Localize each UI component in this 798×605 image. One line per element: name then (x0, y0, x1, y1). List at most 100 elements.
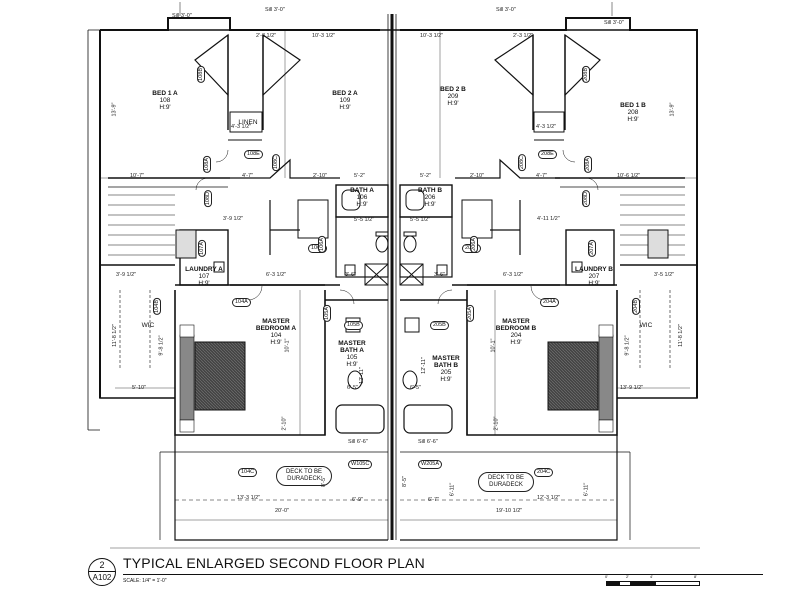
dim-misc-21: 6'-11" (449, 482, 456, 497)
door-tag-204b: 204B (632, 298, 640, 315)
dim-sill-c: Sill 3'-0" (496, 7, 516, 13)
door-tag-104a: 104A (232, 298, 251, 307)
door-tag-206a: 206A (470, 236, 478, 253)
dim-sill-d: Sill 3'-0" (604, 20, 624, 26)
dim-sill-f: Sill 6'-6" (418, 439, 438, 445)
door-tag-104c: 104C (238, 468, 258, 477)
dim-bath-length-b: 12'-11" (420, 357, 427, 374)
dim-bath-width-a: 6'-5" (347, 385, 358, 391)
sheet-number: A102 (92, 573, 112, 582)
dim-misc-6: 6'-3 1/2" (503, 272, 524, 278)
dim-deck-d: 19'-10 1/2" (496, 508, 523, 514)
dim-misc-14: 11'-8 1/2" (677, 324, 684, 347)
door-tag-108a: 108A (203, 156, 211, 173)
dim-top-width-b: 10'-3 1/2" (420, 33, 444, 39)
door-tag-104b: 104B (153, 298, 161, 315)
dim-corridor-i: 13'-9" (111, 102, 118, 117)
dim-misc-9: 5'-5 1/2" (354, 217, 375, 223)
dim-deck-c: 20'-0" (275, 508, 290, 514)
bed-master-a (194, 341, 246, 411)
dim-sill-b: Sill 3'-0" (265, 7, 285, 13)
dim-closet-a: 2'-3 1/2" (256, 33, 277, 39)
title-block: 2 A102 TYPICAL ENLARGED SECOND FLOOR PLA… (88, 555, 788, 603)
dim-misc-2: 4'-11 1/2" (537, 216, 560, 222)
dim-corridor-d: 2'-10" (470, 173, 485, 179)
dim-misc-5: 6'-3 1/2" (266, 272, 287, 278)
door-tag-205a: 205A (466, 305, 474, 322)
dim-sill-e: Sill 6'-6" (348, 439, 368, 445)
door-tag-105b: 105B (344, 321, 363, 330)
dim-misc-18: 2'-10" (493, 416, 500, 431)
scale-label: SCALE: 1/4" = 1'-0" (123, 578, 167, 584)
dim-misc-4: 3'-5 1/2" (654, 272, 675, 278)
dim-misc-19: 8'-5" (320, 476, 327, 487)
dim-misc-20: 8'-5" (401, 476, 408, 487)
door-tag-204c: 204C (534, 468, 554, 477)
graphic-scale-bar: 0' 2' 4' 8' (605, 574, 700, 587)
door-tag-105a: 105A (323, 305, 331, 322)
door-tag-208d: 208D (582, 190, 590, 208)
dim-misc-1: 3'-9 1/2" (223, 216, 244, 222)
dim-misc-12: 10'-1" (490, 338, 497, 353)
dim-closet-c: 4'-3 1/2" (231, 124, 252, 130)
scale-tick-4: 4' (650, 574, 653, 579)
door-tag-108e: 108E (244, 150, 263, 159)
dim-misc-16: 9'-8 1/2" (624, 335, 631, 356)
door-tag-208e: 208E (538, 150, 557, 159)
dim-misc-10: 5'-5 1/2" (410, 217, 431, 223)
door-tag-106b: 106B (308, 244, 327, 253)
door-tag-207a: 207A (588, 240, 596, 257)
bed-master-b (547, 341, 599, 411)
deck-note-b: DECK TO BE DURADECK (478, 472, 534, 492)
dim-misc-17: 2'-10" (281, 416, 288, 431)
dim-deck-h: 13'-9 1/2" (620, 385, 644, 391)
dim-misc-3: 3'-9 1/2" (116, 272, 137, 278)
dim-misc-11: 10'-1" (284, 338, 291, 353)
door-tag-w105c: W105C (348, 460, 373, 469)
dim-bath-length-a: 12'-11" (358, 367, 365, 384)
dim-deck-f: 6'-7" (428, 497, 439, 503)
door-tag-208c: 208C (518, 154, 526, 172)
scale-tick-8: 8' (694, 574, 697, 579)
door-tag-106a: 106A (318, 236, 326, 253)
door-tag-108d: 108D (204, 190, 212, 208)
dim-deck-e: 6'-9" (352, 497, 363, 503)
dim-corridor-j: 13'-9" (669, 102, 676, 117)
scale-tick-0: 0' (605, 574, 608, 579)
door-tag-107a: 107A (198, 240, 206, 257)
room-label-wic-a: WIC (141, 322, 155, 329)
dim-corridor-e: 4'-7" (242, 173, 253, 179)
dim-corridor-a: 5'-2" (354, 173, 365, 179)
dim-corridor-b: 5'-2" (420, 173, 431, 179)
dim-corridor-g: 10'-7" (130, 173, 145, 179)
dim-top-width-a: 10'-3 1/2" (312, 33, 336, 39)
deck-note-a: DECK TO BE DURADECK (276, 466, 332, 486)
drawing-title: TYPICAL ENLARGED SECOND FLOOR PLAN (123, 555, 425, 571)
title-underline (123, 574, 763, 575)
dim-misc-13: 11'-8 1/2" (111, 324, 118, 347)
dim-sill-a: Sill 3'-0" (172, 13, 192, 19)
dim-deck-g: 5'-10" (132, 385, 147, 391)
room-label-linen: LINEN (238, 119, 258, 126)
scale-tick-2: 2' (626, 574, 629, 579)
door-tag-205b: 205B (430, 321, 449, 330)
room-label-wic-b: WIC (639, 322, 653, 329)
dim-misc-7: 3'-6" (345, 272, 356, 278)
door-tag-208a: 208A (584, 156, 592, 173)
door-tag-108c: 108C (272, 154, 280, 172)
door-tag-108b: 108B (197, 66, 205, 83)
dim-deck-b: 12'-3 1/2" (537, 495, 561, 501)
view-number-bubble: 2 A102 (88, 558, 116, 586)
dim-closet-d: 4'-3 1/2" (536, 124, 557, 130)
dim-misc-8: 3'-6" (434, 272, 445, 278)
